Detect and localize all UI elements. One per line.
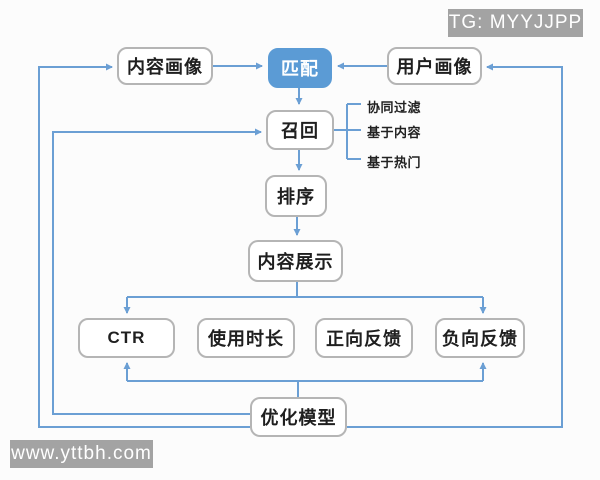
node-user-profile: 用户画像	[387, 47, 482, 85]
node-ctr: CTR	[78, 318, 175, 358]
recall-strategy-popularity-based: 基于热门	[367, 155, 422, 170]
watermark-telegram: TG: MYYJJPP	[448, 9, 583, 37]
node-recall: 召回	[266, 110, 334, 150]
node-match: 匹配	[268, 48, 332, 88]
node-ranking: 排序	[265, 175, 327, 217]
recall-strategy-collaborative-filtering: 协同过滤	[367, 100, 422, 115]
recall-strategy-content-based: 基于内容	[367, 125, 422, 140]
node-usage-duration: 使用时长	[197, 318, 295, 358]
node-positive-feedback: 正向反馈	[315, 318, 413, 358]
node-negative-feedback: 负向反馈	[435, 318, 525, 358]
node-optimize-model: 优化模型	[250, 397, 347, 437]
node-content-profile: 内容画像	[117, 47, 213, 85]
watermark-website: www.yttbh.com	[10, 440, 153, 468]
node-content-display: 内容展示	[248, 240, 343, 282]
